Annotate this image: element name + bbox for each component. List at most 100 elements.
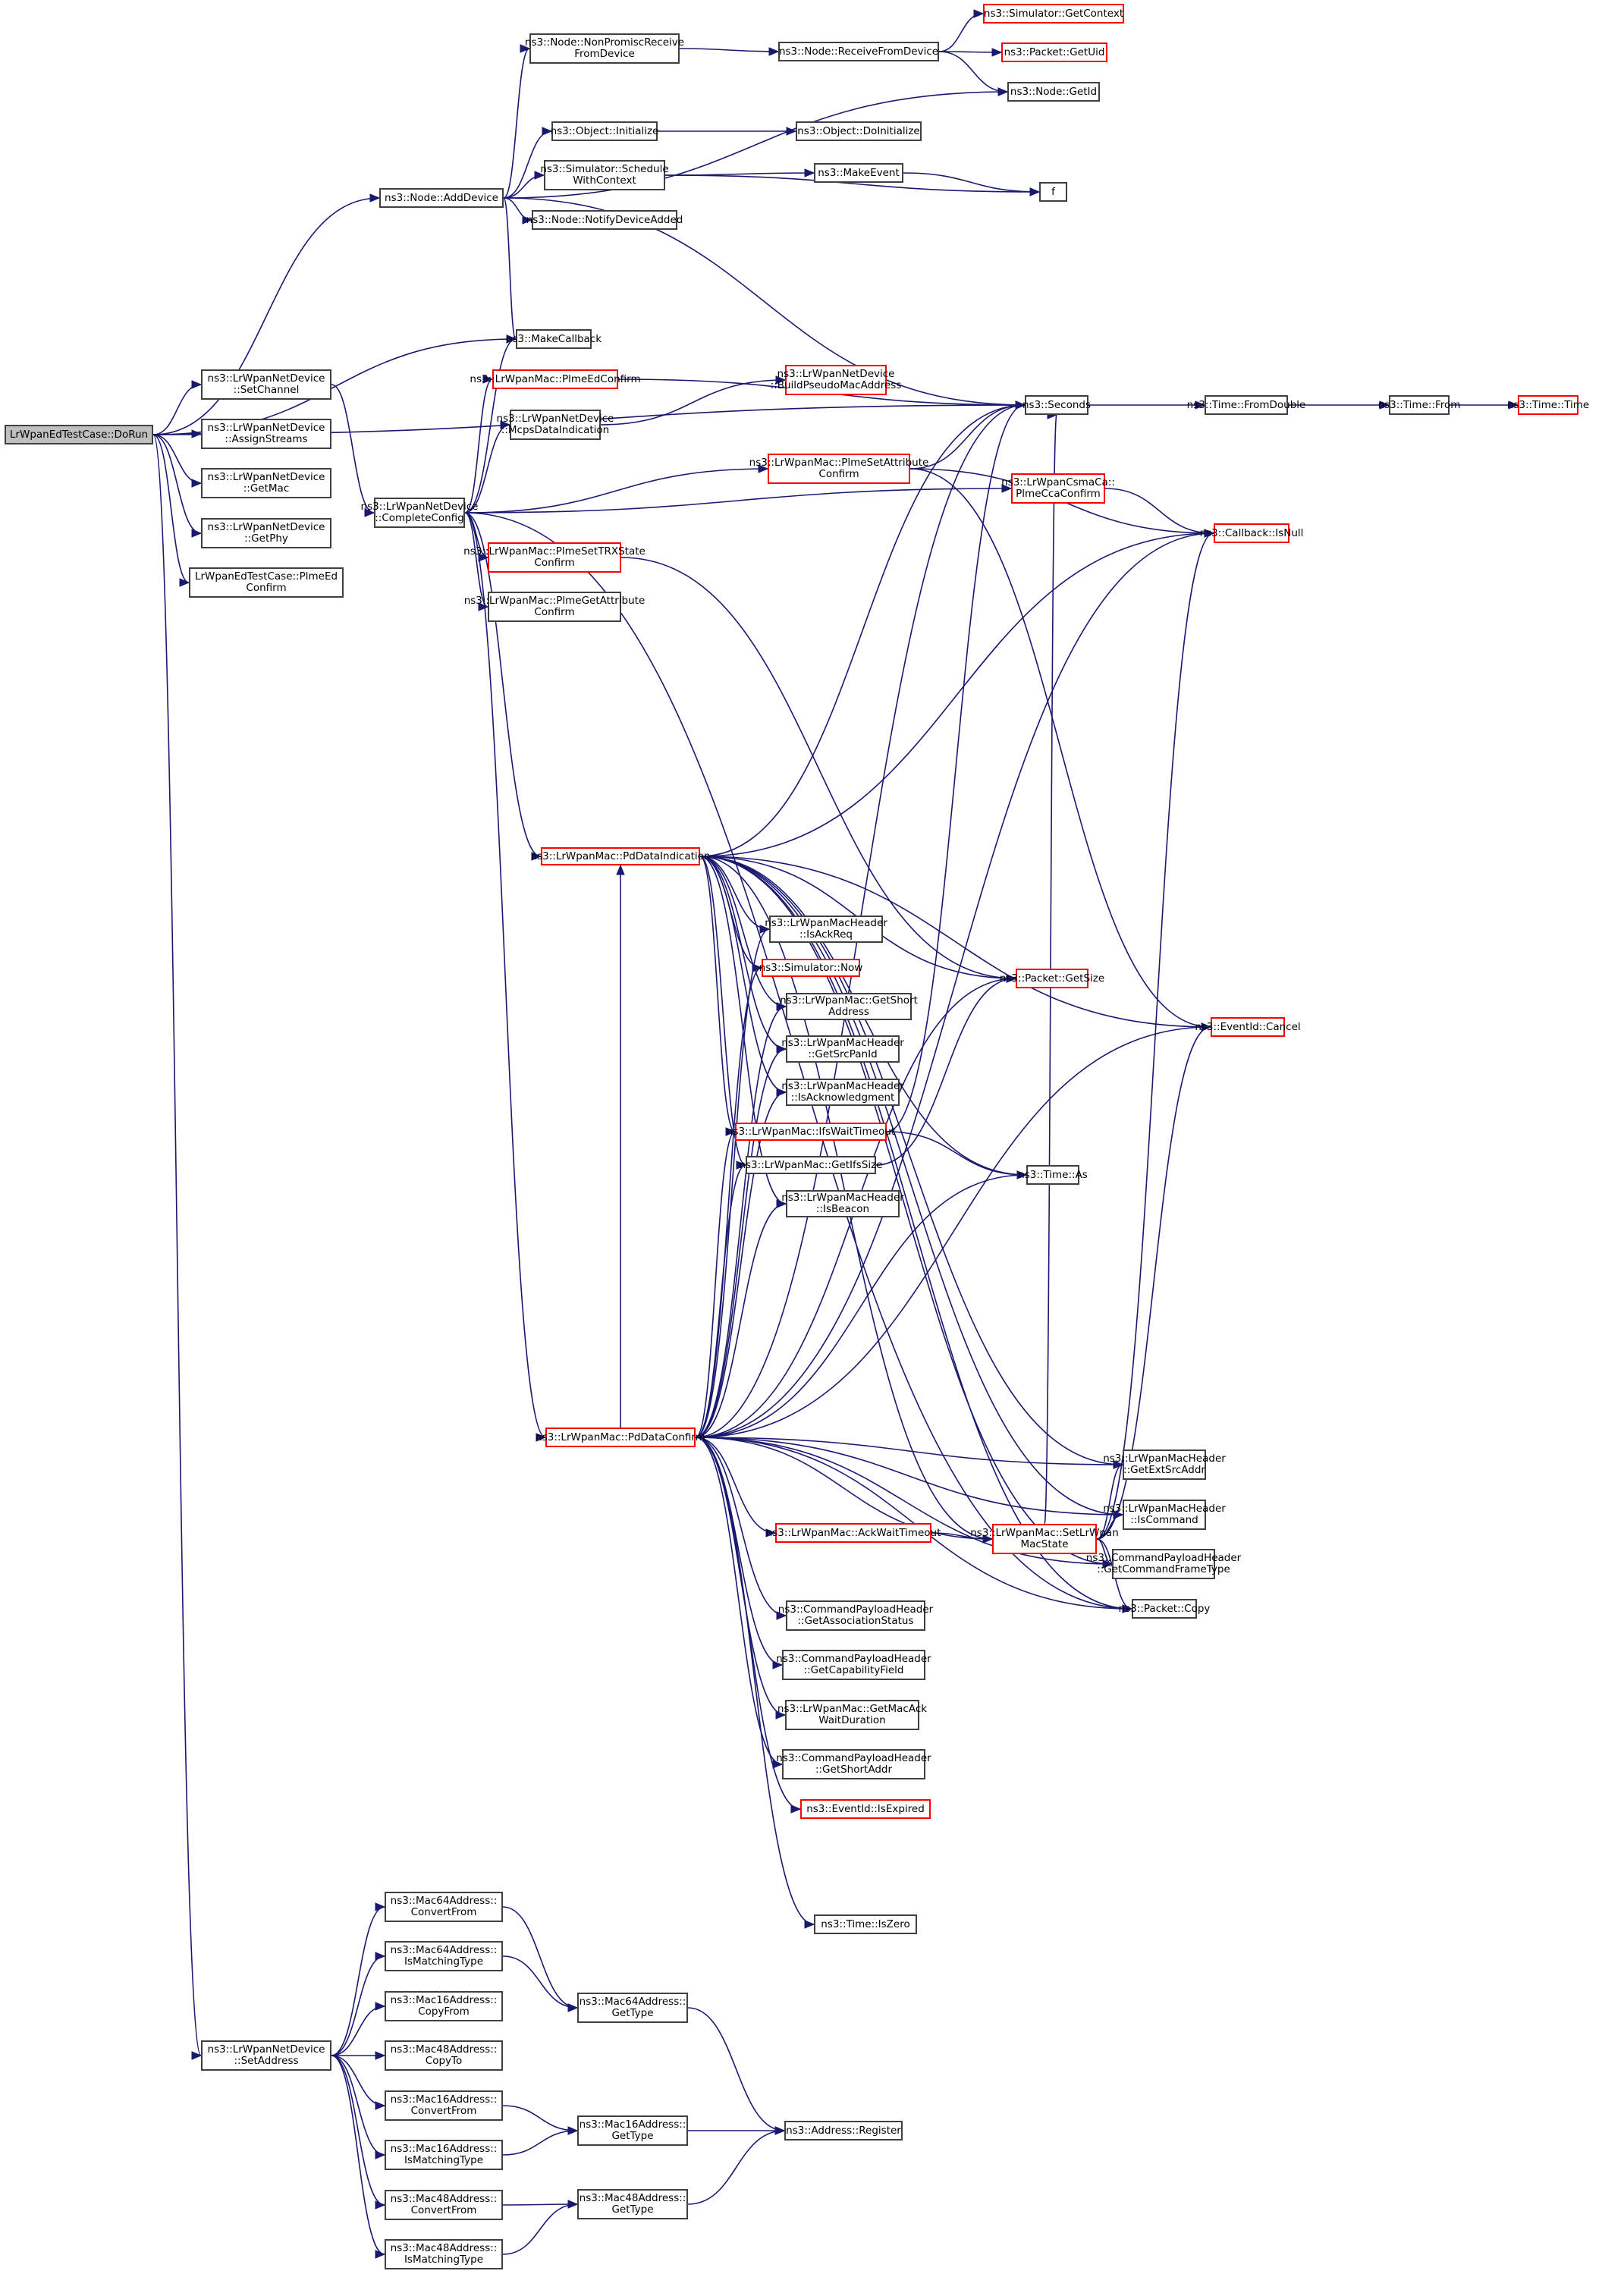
node-mac16-ismatchingtype[interactable]: ns3::Mac16Address:: IsMatchingType — [385, 2140, 503, 2170]
node-iscommand[interactable]: ns3::LrWpanMacHeader ::IsCommand — [1103, 1500, 1226, 1530]
node-assignstreams[interactable]: ns3::LrWpanNetDevice ::AssignStreams — [201, 419, 331, 449]
node-schedulewithcontext[interactable]: ns3::Simulator::Schedule WithContext — [540, 160, 669, 190]
arrowhead-dorun-plmeedtc — [179, 578, 190, 587]
arrowhead-setmacstate-packetcopy — [1122, 1604, 1133, 1613]
arrowhead-pddataconfirm-isexpired — [790, 1804, 802, 1814]
edge-adddevice-nonpromisc — [503, 48, 530, 199]
edge-setaddress-m64convert — [331, 1906, 385, 2056]
node-getcommandframetype[interactable]: ns3::CommandPayloadHeader ::GetCommandFr… — [1086, 1549, 1241, 1579]
node-seconds[interactable]: ns3::Seconds — [1022, 395, 1091, 415]
edge-m48gettype-addrregister — [687, 2130, 785, 2205]
edge-setchannel-completeconfig — [331, 384, 375, 514]
arrowhead-pddataconfirm-getshortaddress — [776, 1002, 787, 1011]
node-time-from[interactable]: ns3::Time::From — [1378, 395, 1460, 415]
edge-pddataconfirm-getassoc — [695, 1437, 787, 1616]
node-getshortaddress[interactable]: ns3::LrWpanMac::GetShort Address — [780, 993, 918, 1020]
edge-pddataconfirm-packetcopy — [695, 1437, 1132, 1610]
node-f[interactable]: f — [1039, 182, 1067, 202]
node-packet-copy[interactable]: ns3::Packet::Copy — [1119, 1599, 1210, 1619]
edge-pddataconfirm-getmacack — [695, 1437, 786, 1716]
node-setchannel[interactable]: ns3::LrWpanNetDevice ::SetChannel — [201, 369, 331, 400]
node-mac48-convertfrom[interactable]: ns3::Mac48Address:: ConvertFrom — [385, 2190, 503, 2220]
node-plmeedconfirm-testcase[interactable]: LrWpanEdTestCase::PlmeEd Confirm — [189, 567, 344, 598]
node-time-iszero[interactable]: ns3::Time::IsZero — [814, 1914, 917, 1934]
node-setaddress[interactable]: ns3::LrWpanNetDevice ::SetAddress — [201, 2040, 331, 2071]
edge-setaddress-m16match — [331, 2055, 385, 2156]
node-objinit[interactable]: ns3::Object::Initialize — [551, 121, 658, 141]
node-mac48-copyto[interactable]: ns3::Mac48Address:: CopyTo — [385, 2040, 503, 2071]
node-makecallback[interactable]: ns3::MakeCallback — [506, 329, 602, 349]
node-setlrwpanmacstate[interactable]: ns3::LrWpanMac::SetLrWpan MacState — [970, 1524, 1119, 1554]
node-buildpseudomacaddress[interactable]: ns3::LrWpanNetDevice ::BuildPseudoMacAdd… — [771, 365, 901, 395]
edge-pddataconfirm-isbeacon — [695, 1203, 787, 1438]
node-mac16-convertfrom[interactable]: ns3::Mac16Address:: ConvertFrom — [385, 2090, 503, 2121]
node-getuid[interactable]: ns3::Packet::GetUid — [1001, 42, 1107, 62]
node-pddataindication[interactable]: ns3::LrWpanMac::PdDataIndication — [531, 847, 710, 865]
node-eventid-isexpired[interactable]: ns3::EventId::IsExpired — [800, 1799, 931, 1819]
node-address-register[interactable]: ns3::Address::Register — [784, 2121, 903, 2141]
node-time-as[interactable]: ns3::Time::As — [1018, 1165, 1088, 1185]
node-mac16-copyfrom[interactable]: ns3::Mac16Address:: CopyFrom — [385, 1991, 503, 2021]
node-plmeccaconfirm[interactable]: ns3::LrWpanCsmaCa:: PlmeCcaConfirm — [1001, 473, 1115, 504]
node-makeevent[interactable]: ns3::MakeEvent — [814, 163, 903, 183]
node-doinit[interactable]: ns3::Object::DoInitialize — [796, 121, 922, 141]
node-callback-isnull[interactable]: ns3::Callback::IsNull — [1200, 523, 1303, 543]
node-notifydeviceadded[interactable]: ns3::Node::NotifyDeviceAdded — [526, 210, 683, 230]
node-simulator-now[interactable]: ns3::Simulator::Now — [759, 959, 862, 977]
node-isbeacon[interactable]: ns3::LrWpanMacHeader ::IsBeacon — [781, 1190, 904, 1217]
node-mac64-ismatchingtype[interactable]: ns3::Mac64Address:: IsMatchingType — [385, 1941, 503, 1971]
node-getid[interactable]: ns3::Node::GetId — [1007, 82, 1100, 102]
node-isacknowledgment[interactable]: ns3::LrWpanMacHeader ::IsAcknowledgment — [781, 1079, 904, 1106]
node-plmesettrxstateconfirm[interactable]: ns3::LrWpanMac::PlmeSetTRXState Confirm — [463, 542, 646, 573]
node-mcpsdataindication[interactable]: ns3::LrWpanNetDevice ::McpsDataIndicatio… — [497, 410, 614, 440]
edge-pddataconfirm-ifswait — [695, 1131, 736, 1438]
node-mac48-ismatchingtype[interactable]: ns3::Mac48Address:: IsMatchingType — [385, 2239, 503, 2269]
node-mac48-gettype[interactable]: ns3::Mac48Address:: GetType — [577, 2189, 688, 2219]
arrowhead-dorun-assignstreams — [191, 429, 203, 438]
arrowhead-fromdouble-timefrom — [1379, 400, 1390, 410]
edge-dorun-plmeedtc — [152, 434, 190, 583]
node-mac64-gettype[interactable]: ns3::Mac64Address:: GetType — [577, 1993, 688, 2023]
edge-dorun-setchannel — [152, 384, 202, 435]
node-getsrcpanid[interactable]: ns3::LrWpanMacHeader ::GetSrcPanId — [781, 1035, 904, 1063]
edge-pddataconfirm-getshortaddress — [695, 1006, 787, 1438]
node-plmesetattributeconfirm[interactable]: ns3::LrWpanMac::PlmeSetAttribute Confirm — [749, 454, 928, 484]
node-getextsrcaddr[interactable]: ns3::LrWpanMacHeader ::GetExtSrcAddr — [1103, 1450, 1226, 1480]
node-ackwaittimeout[interactable]: ns3::LrWpanMac::AckWaitTimeout — [766, 1523, 941, 1543]
node-eventid-cancel[interactable]: ns3::EventId::Cancel — [1195, 1017, 1301, 1037]
node-getmac[interactable]: ns3::LrWpanNetDevice ::GetMac — [201, 468, 331, 498]
node-ifswaittimeout[interactable]: ns3::LrWpanMac::IfsWaitTimeout — [727, 1123, 895, 1141]
node-time-fromdouble[interactable]: ns3::Time::FromDouble — [1187, 395, 1305, 415]
edge-dorun-setaddress — [152, 434, 202, 2056]
node-getassociationstatus[interactable]: ns3::CommandPayloadHeader ::GetAssociati… — [778, 1600, 933, 1631]
node-receivefromdevice[interactable]: ns3::Node::ReceiveFromDevice — [778, 42, 939, 61]
edge-mcpsdataind-buildpseudo — [600, 379, 786, 426]
arrowhead-pddataconfirm-getsrcpanid — [776, 1044, 787, 1054]
node-mac64-convertfrom[interactable]: ns3::Mac64Address:: ConvertFrom — [385, 1892, 503, 1922]
node-plmegetattributeconfirm[interactable]: ns3::LrWpanMac::PlmeGetAttribute Confirm — [464, 592, 645, 622]
edge-adddevice-makecallback — [503, 197, 517, 340]
node-nonpromisc[interactable]: ns3::Node::NonPromiscReceive FromDevice — [525, 33, 684, 64]
node-completeconfig[interactable]: ns3::LrWpanNetDevice ::CompleteConfig — [361, 498, 478, 528]
node-getifssize[interactable]: ns3::LrWpanMac::GetIfsSize — [739, 1156, 883, 1174]
node-time-time[interactable]: ns3::Time::Time — [1507, 395, 1589, 415]
node-getphy[interactable]: ns3::LrWpanNetDevice ::GetPhy — [201, 518, 331, 548]
node-getcapabilityfield[interactable]: ns3::CommandPayloadHeader ::GetCapabilit… — [776, 1650, 931, 1680]
node-isackreq[interactable]: ns3::LrWpanMacHeader ::IsAckReq — [765, 916, 887, 943]
node-mac-plmeedconfirm[interactable]: ns3::LrWpanMac::PlmeEdConfirm — [470, 369, 641, 389]
node-getcontext[interactable]: ns3::Simulator::GetContext — [983, 4, 1124, 24]
arrowhead-pddataconfirm-getsize — [1006, 974, 1017, 983]
node-packet-getsize[interactable]: ns3::Packet::GetSize — [1000, 969, 1104, 988]
node-pddataconfirm[interactable]: ns3::LrWpanMac::PdDataConfirm — [536, 1428, 705, 1447]
arrowhead-pddataconfirm-getifssize — [736, 1161, 747, 1170]
arrowhead-setaddress-m64convert — [375, 1902, 386, 1911]
node-getmacackwaitduration[interactable]: ns3::LrWpanMac::GetMacAck WaitDuration — [777, 1700, 927, 1730]
node-adddevice[interactable]: ns3::Node::AddDevice — [379, 188, 504, 208]
edge-pddataind-seconds — [699, 404, 1026, 857]
node-mac16-gettype[interactable]: ns3::Mac16Address:: GetType — [577, 2115, 688, 2146]
node-getshortaddr[interactable]: ns3::CommandPayloadHeader ::GetShortAddr — [776, 1749, 931, 1779]
arrowhead-dorun-setaddress — [191, 2051, 203, 2060]
arrowhead-completeconfig-pddataconfirm — [536, 1433, 547, 1442]
edge-pddataind-isacknowledgment — [699, 856, 787, 1093]
edge-pddataind-iscommand — [699, 856, 1123, 1515]
